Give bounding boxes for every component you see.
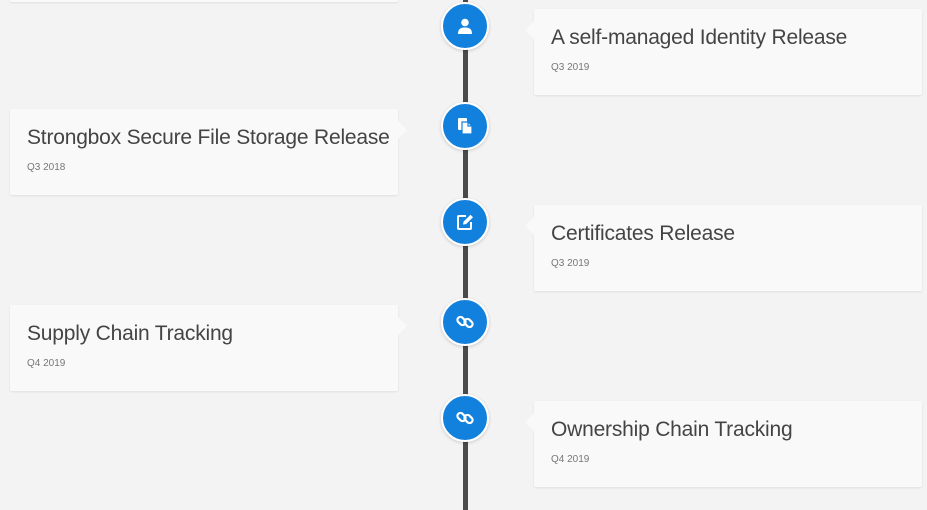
timeline-card-title: Supply Chain Tracking [27,322,233,345]
timeline-card-date: Q3 2018 [27,162,66,173]
timeline-card-supply-chain: Supply Chain Tracking Q4 2019 [10,305,407,391]
timeline-card-title: A self-managed Identity Release [551,26,848,49]
link-icon [456,315,474,329]
timeline-line [463,0,468,510]
edit-icon [457,214,473,230]
timeline-card-date: Q3 2019 [551,258,590,269]
timeline-node-strongbox [441,102,489,150]
timeline-node-supply-chain [441,298,489,346]
timeline-card-certificates: Certificates Release Q3 2019 [525,205,922,291]
file-copy-icon [458,118,473,135]
timeline-card-date: Q3 2019 [551,62,590,73]
timeline-node-identity [441,2,489,50]
timeline-card-ownership-chain: Ownership Chain Tracking Q4 2019 [525,401,922,487]
timeline-card-strongbox: Strongbox Secure File Storage Release Q3… [10,109,407,195]
timeline-node-certificates [441,198,489,246]
timeline-node-ownership-chain [441,394,489,442]
timeline-card-identity: A self-managed Identity Release Q3 2019 [525,9,922,95]
timeline-card-date: Q4 2019 [551,454,590,465]
timeline-card-title: Strongbox Secure File Storage Release [27,126,390,149]
timeline-card-date: Q4 2019 [27,358,66,369]
user-icon [458,18,472,34]
link-icon [456,411,474,425]
timeline-card-partial [10,0,398,2]
timeline-card-title: Certificates Release [551,222,735,245]
timeline-card-title: Ownership Chain Tracking [551,418,793,441]
